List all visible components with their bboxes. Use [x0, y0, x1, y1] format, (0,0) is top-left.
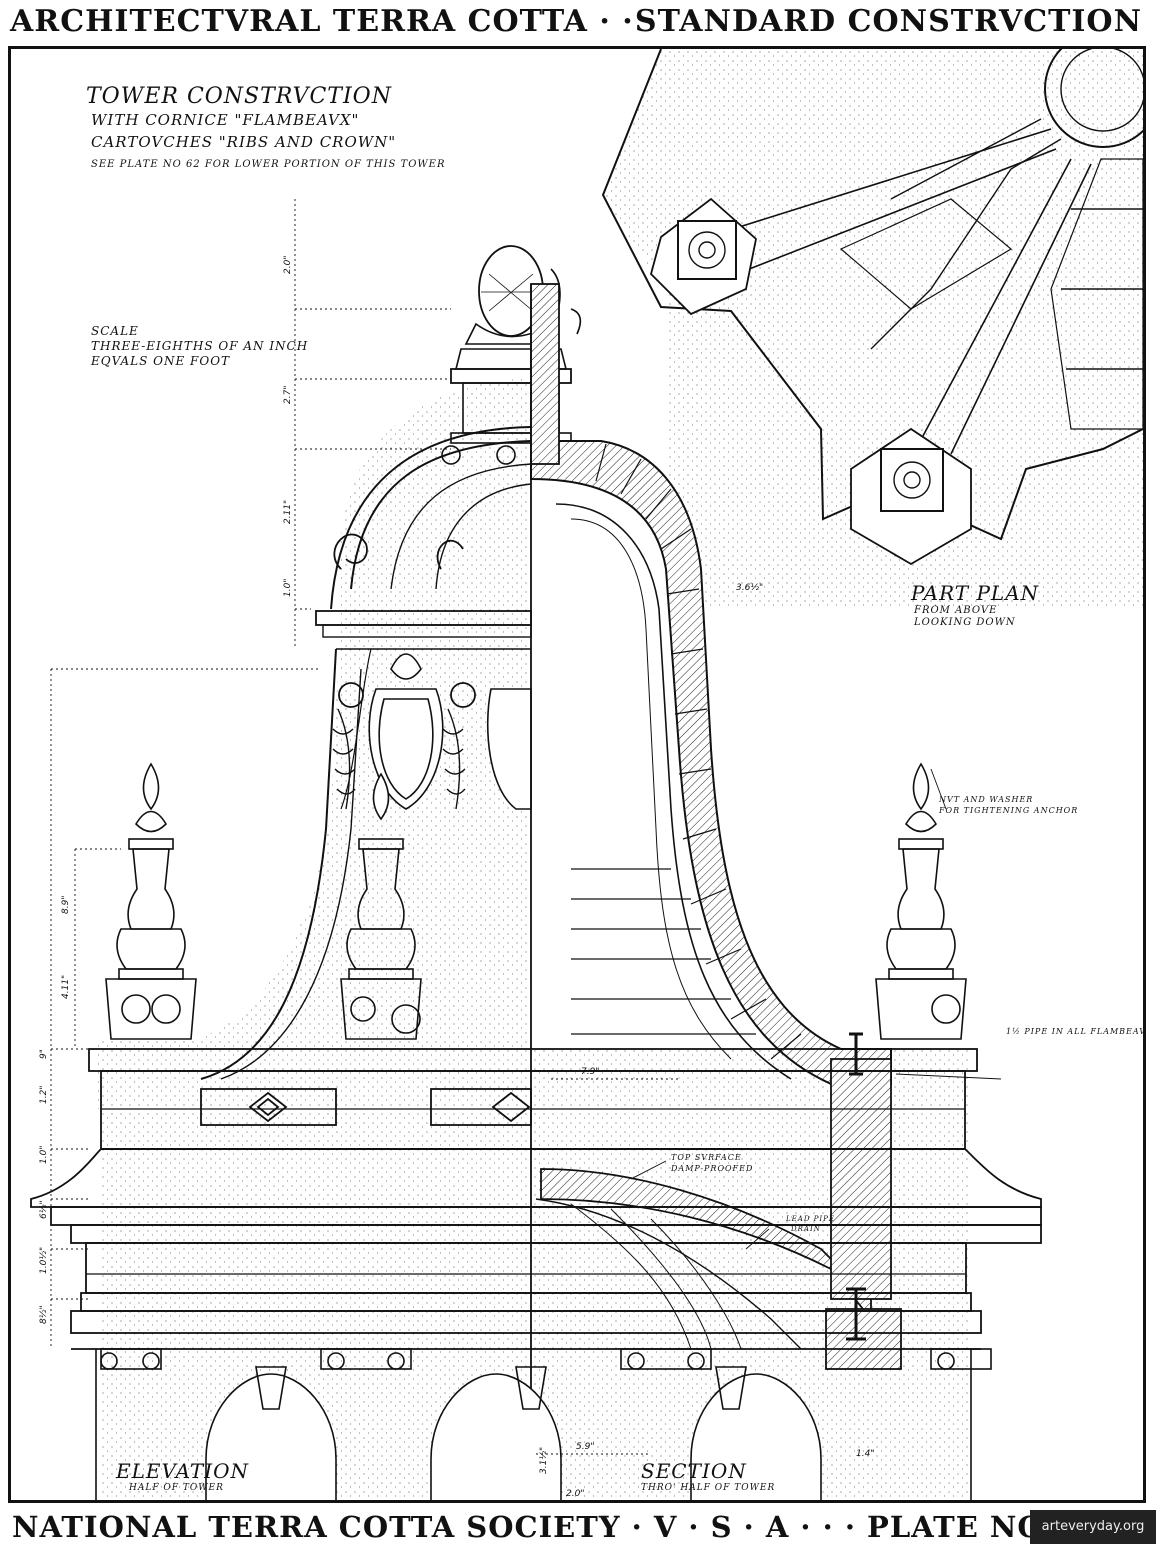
- drawing-frame: TOWER CONSTRVCTION WITH CORNICE "FLAMBEA…: [8, 46, 1146, 1503]
- plate-footer: NATIONAL TERRA COTTA SOCIETY · V · S · A…: [0, 1508, 1156, 1548]
- tower-elevation-section: [30, 199, 1042, 1500]
- part-plan-line-1: FROM ABOVE: [914, 605, 998, 616]
- dim-label: 1.0": [283, 578, 293, 597]
- flambeau-left: [105, 762, 197, 1040]
- dim-label: 4.11": [61, 974, 71, 999]
- part-plan-title: PART PLAN: [911, 581, 1040, 605]
- title-line-1: TOWER CONSTRVCTION: [86, 84, 392, 109]
- footer-text: NATIONAL TERRA COTTA SOCIETY · V · S · A…: [12, 1510, 1098, 1544]
- watermark: arteveryday.org: [1030, 1510, 1156, 1544]
- elevation-sublabel: HALF OF TOWER: [129, 1483, 224, 1493]
- title-line-4: SEE PLATE NO 62 FOR LOWER PORTION OF THI…: [91, 159, 446, 170]
- annotation-lead-pipe-1: LEAD PIPE: [786, 1215, 835, 1223]
- part-plan-line-2: LOOKING DOWN: [914, 617, 1016, 628]
- dim-label: 7.9": [581, 1067, 600, 1077]
- flambeau-middle: [340, 772, 422, 1040]
- header-left-text: ARCHITECTVRAL TERRA COTTA · · ·: [10, 4, 657, 39]
- section-sublabel: THRO' HALF OF TOWER: [641, 1483, 776, 1493]
- scale-line-3: EQVALS ONE FOOT: [91, 354, 231, 368]
- part-plan-drawing: [601, 49, 1143, 609]
- dim-label: 5.9": [576, 1442, 595, 1452]
- dim-label: 1.0½": [39, 1246, 49, 1274]
- tower-drawing: [30, 49, 1143, 1500]
- dim-label: 2.11": [283, 499, 293, 524]
- scale-line-1: SCALE: [91, 324, 139, 338]
- title-line-2: WITH CORNICE "FLAMBEAVX": [91, 111, 360, 129]
- scale-line-2: THREE-EIGHTHS OF AN INCH: [91, 339, 309, 353]
- annotation-pipe: 1½ PIPE IN ALL FLAMBEAVX: [1006, 1027, 1146, 1036]
- dim-label: 2.0": [566, 1489, 585, 1499]
- dim-label: 2.7": [283, 385, 293, 404]
- section-label: SECTION: [641, 1459, 747, 1483]
- title-line-3: CARTOVCHES "RIBS AND CROWN": [91, 133, 397, 151]
- plate-header: ARCHITECTVRAL TERRA COTTA · · · STANDARD…: [0, 4, 1156, 44]
- dim-label: 8½": [39, 1305, 49, 1324]
- flambeau-right: [875, 762, 967, 1040]
- annotation-top-surface-1: TOP SVRFACE: [671, 1153, 742, 1162]
- dim-label: 9": [39, 1049, 49, 1059]
- dim-label: 3.1½": [539, 1446, 549, 1474]
- dim-label: 1.2": [39, 1085, 49, 1104]
- elevation-label: ELEVATION: [116, 1459, 250, 1483]
- header-right-text: STANDARD CONSTRVCTION: [634, 4, 1142, 39]
- annotation-nut-1: NVT AND WASHER: [939, 795, 1034, 804]
- annotation-top-surface-2: DAMP-PROOFED: [671, 1164, 754, 1173]
- dim-label: 8.9": [61, 895, 71, 914]
- dim-label: 1.4": [856, 1449, 875, 1459]
- dim-label: 2.0": [283, 255, 293, 274]
- annotation-nut-2: FOR TIGHTENING ANCHOR: [939, 806, 1079, 815]
- dim-label: 3.6½": [736, 583, 764, 593]
- annotation-lead-pipe-2: DRAIN: [791, 1225, 821, 1233]
- dim-label: 6½": [39, 1200, 49, 1219]
- dim-label: 1.0": [39, 1145, 49, 1164]
